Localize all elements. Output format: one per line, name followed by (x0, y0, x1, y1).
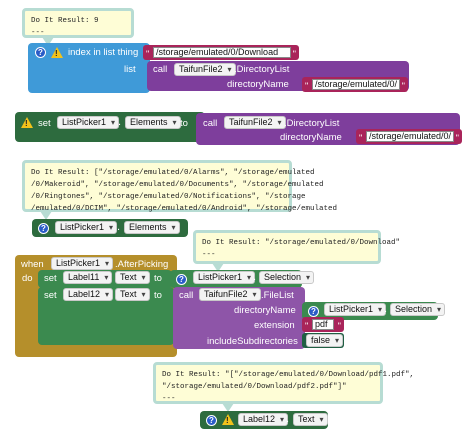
do-it-result-bubble-4: Do It Result: "["/storage/emulated/0/Dow… (153, 362, 414, 404)
set-label: set (38, 118, 51, 129)
dot-separator: . (253, 271, 257, 283)
directory-name-param-label: directoryName (280, 132, 342, 143)
property-dropdown[interactable]: Elements (125, 116, 181, 129)
property-dropdown[interactable]: Text (115, 288, 150, 301)
do-it-result-bubble-3: Do It Result: "/storage/emulated/0/Downl… (193, 230, 400, 264)
set-label: set (44, 273, 57, 284)
component-dropdown[interactable]: ListPicker1 (57, 116, 120, 129)
component-dropdown[interactable]: ListPicker1 (55, 221, 118, 234)
component-dropdown[interactable]: Label12 (63, 288, 114, 301)
dot-separator: . (108, 288, 112, 300)
help-icon[interactable]: ? (35, 47, 46, 58)
to-label: to (180, 118, 188, 129)
dot-separator: . (118, 116, 122, 128)
component-dropdown[interactable]: ListPicker1 (51, 257, 114, 270)
dot-separator: . (108, 271, 112, 283)
directory-name-string-value[interactable]: /storage/emulated/0/ (366, 131, 454, 142)
component-dropdown[interactable]: TaifunFile2 (174, 63, 236, 76)
component-dropdown[interactable]: TaifunFile2 (199, 288, 261, 301)
help-icon[interactable]: ? (176, 274, 187, 285)
include-subdirectories-param-label: includeSubdirectories (207, 336, 298, 347)
property-dropdown[interactable]: Text (293, 413, 328, 426)
warning-icon[interactable]: ! (51, 47, 63, 58)
bubble-tail (40, 211, 52, 220)
set-label: set (44, 290, 57, 301)
directory-name-string-block[interactable]: " /storage/emulated/0/ " (356, 129, 462, 144)
call-label: call (179, 290, 194, 301)
extension-param-label: extension (254, 320, 295, 331)
property-dropdown[interactable]: Selection (390, 303, 446, 316)
property-dropdown[interactable]: Text (115, 271, 150, 284)
help-icon[interactable]: ? (308, 306, 319, 317)
dot-separator: . (384, 303, 388, 315)
thing-string-block[interactable]: " /storage/emulated/0/Download " (143, 45, 299, 60)
component-dropdown[interactable]: Label11 (63, 271, 113, 284)
method-label: .FileList (261, 290, 294, 301)
directory-name-string-block[interactable]: " /storage/emulated/0/ " (302, 77, 408, 92)
dot-separator: . (117, 221, 121, 233)
component-dropdown[interactable]: TaifunFile2 (224, 116, 286, 129)
do-it-result-bubble-1: Do It Result: 9 --- (22, 8, 134, 38)
bubble-tail (42, 37, 54, 46)
extension-string-block[interactable]: " pdf " (302, 317, 344, 332)
event-name-label: .AfterPicking (115, 259, 169, 270)
index-in-list-label: index in list thing (68, 47, 139, 58)
method-label: .DirectoryList (234, 64, 290, 75)
directory-name-string-value[interactable]: /storage/emulated/0/ (312, 79, 400, 90)
do-label: do (22, 273, 33, 284)
property-dropdown[interactable]: Selection (259, 271, 315, 284)
help-icon[interactable]: ? (206, 415, 217, 426)
dot-separator: . (286, 413, 290, 425)
thing-string-value[interactable]: /storage/emulated/0/Download (153, 47, 291, 58)
boolean-dropdown[interactable]: false (306, 334, 344, 347)
warning-icon[interactable]: ! (21, 117, 33, 128)
component-dropdown[interactable]: ListPicker1 (324, 303, 387, 316)
false-boolean-block[interactable]: false (302, 333, 344, 348)
component-dropdown[interactable]: ListPicker1 (193, 271, 256, 284)
bubble-tail (222, 403, 234, 412)
when-label: when (21, 259, 44, 270)
directory-name-param-label: directoryName (227, 79, 289, 90)
do-it-result-bubble-2: Do It Result: ["/storage/emulated/0/Alar… (22, 160, 337, 213)
component-dropdown[interactable]: Label12 (238, 413, 289, 426)
list-label: list (124, 64, 136, 75)
method-label: .DirectoryList (284, 118, 340, 129)
to-label: to (154, 273, 162, 284)
to-label: to (154, 290, 162, 301)
help-icon[interactable]: ? (38, 223, 49, 234)
warning-icon[interactable]: ! (222, 414, 234, 425)
extension-string-value[interactable]: pdf (312, 319, 334, 330)
call-label: call (203, 118, 218, 129)
directory-name-param-label: directoryName (234, 305, 296, 316)
index-in-list-block[interactable] (28, 43, 150, 93)
property-dropdown[interactable]: Elements (124, 221, 180, 234)
call-label: call (153, 64, 168, 75)
bubble-tail (212, 263, 224, 272)
